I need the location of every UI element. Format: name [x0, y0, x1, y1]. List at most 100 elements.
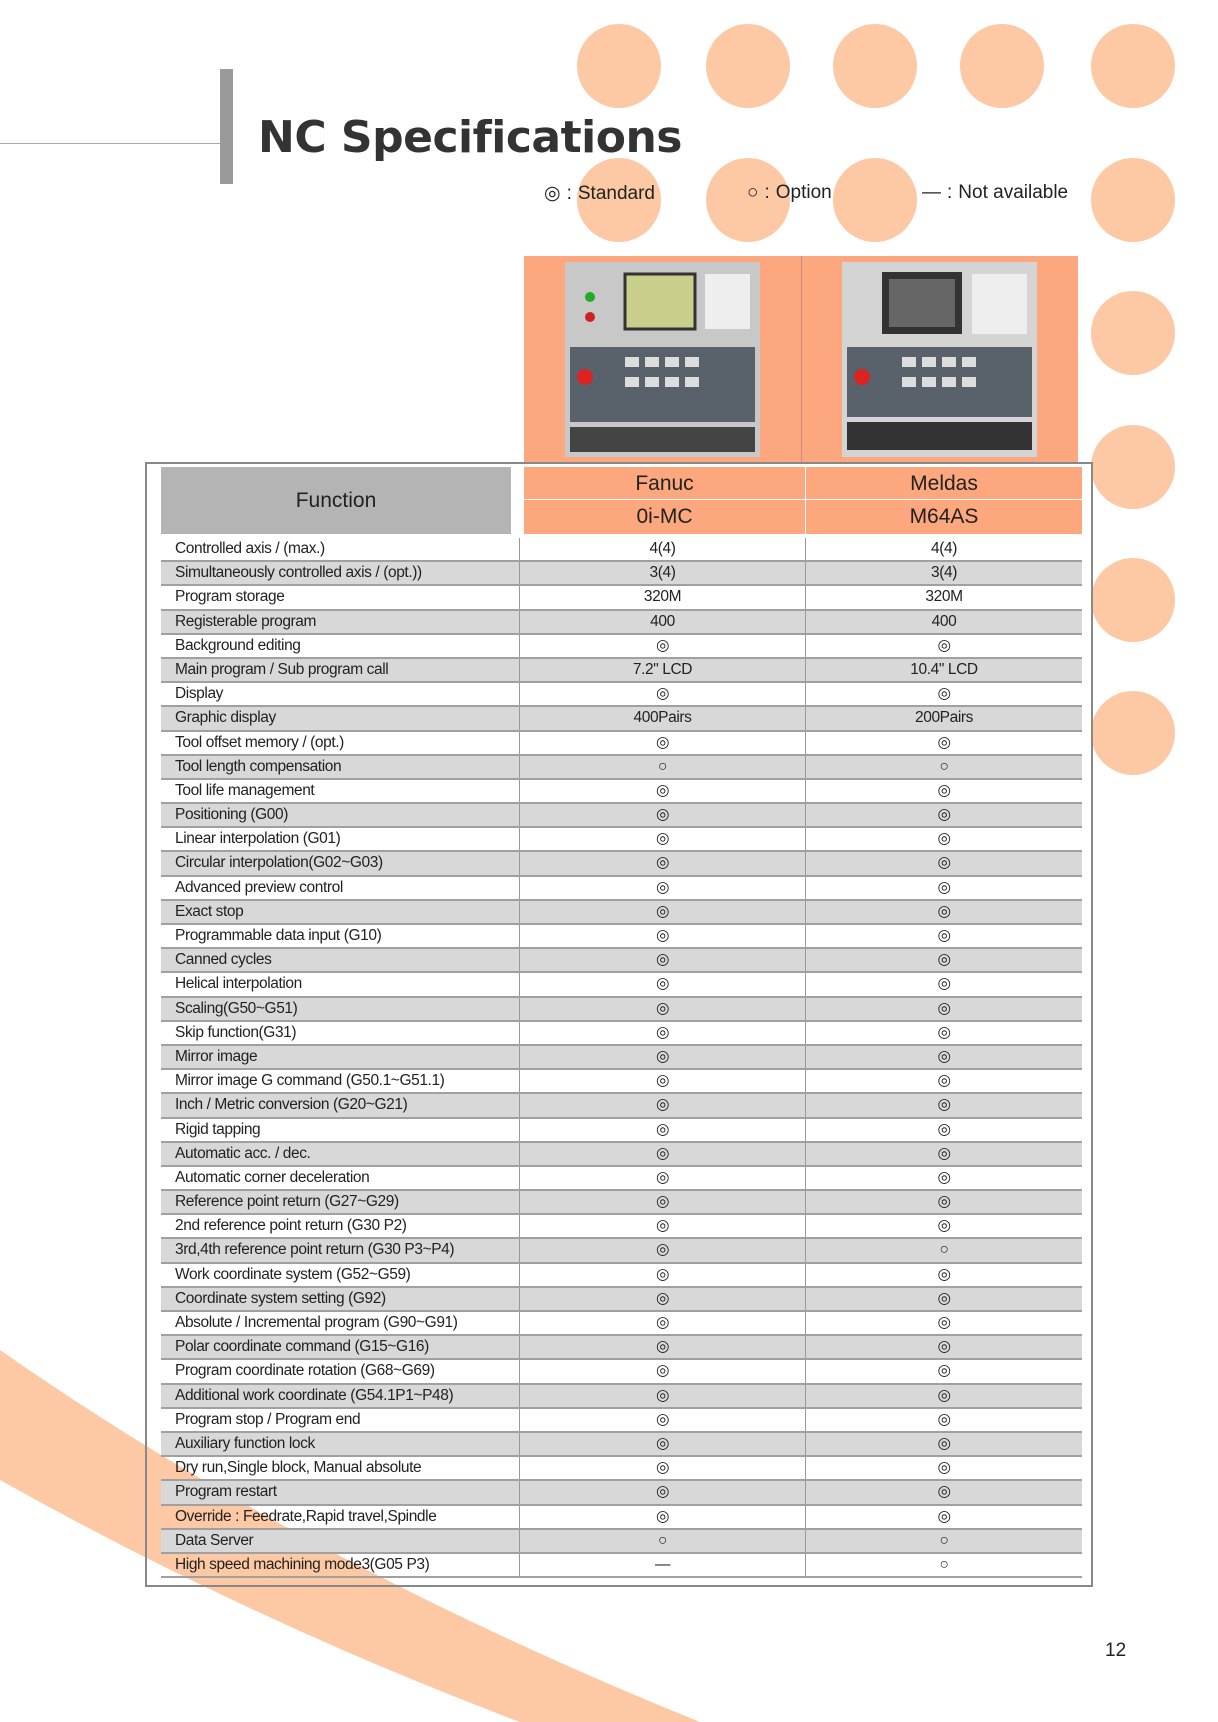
table-row: Reference point return (G27~G29)◎◎ — [161, 1191, 1082, 1216]
fanuc-value: ◎ — [519, 1191, 805, 1214]
table-row: Polar coordinate command (G15~G16)◎◎ — [161, 1336, 1082, 1361]
function-name: Exact stop — [175, 902, 244, 920]
page-number: 12 — [1105, 1640, 1127, 1661]
function-name: Simultaneously controlled axis / (opt.)) — [175, 564, 422, 582]
fanuc-value: ◎ — [519, 1312, 805, 1335]
function-name: Positioning (G00) — [175, 806, 288, 824]
fanuc-value: ◎ — [519, 900, 805, 923]
table-row: Linear interpolation (G01)◎◎ — [161, 828, 1082, 853]
table-row: Program restart◎◎ — [161, 1481, 1082, 1506]
meldas-value: ○ — [805, 755, 1082, 778]
table-row: Programmable data input (G10)◎◎ — [161, 925, 1082, 950]
table-row: Override : Feedrate,Rapid travel,Spindle… — [161, 1505, 1082, 1530]
meldas-value: ◎ — [805, 1045, 1082, 1069]
fanuc-value: ◎ — [519, 1505, 805, 1528]
meldas-value: ◎ — [805, 1312, 1082, 1335]
function-header: Function — [161, 467, 511, 534]
table-row: 2nd reference point return (G30 P2)◎◎ — [161, 1215, 1082, 1240]
function-name: Program coordinate rotation (G68~G69) — [175, 1362, 435, 1380]
fanuc-value: ◎ — [519, 1142, 805, 1165]
fanuc-value: ◎ — [519, 1118, 805, 1141]
fanuc-value: ◎ — [519, 1215, 805, 1238]
table-row: Dry run,Single block, Manual absolute◎◎ — [161, 1457, 1082, 1482]
legend-standard: ◎:Standard — [544, 182, 655, 205]
fanuc-value: ◎ — [519, 1360, 805, 1383]
function-name: Program stop / Program end — [175, 1410, 361, 1428]
title-bar-accent — [220, 69, 233, 184]
fanuc-value: ◎ — [519, 1263, 805, 1286]
table-row: Rigid tapping ◎◎ — [161, 1118, 1082, 1143]
table-row: Canned cycles◎◎ — [161, 949, 1082, 974]
fanuc-value: ◎ — [519, 804, 805, 827]
meldas-value: ◎ — [805, 804, 1082, 827]
function-name: Data Server — [175, 1531, 254, 1549]
table-row: Display◎◎ — [161, 683, 1082, 708]
fanuc-value: ◎ — [519, 1045, 805, 1069]
function-name: Tool length compensation — [175, 757, 342, 775]
fanuc-value: ◎ — [519, 1021, 805, 1044]
table-row: 3rd,4th reference point return (G30 P3~P… — [161, 1239, 1082, 1264]
table-row: Helical interpolation◎◎ — [161, 973, 1082, 998]
meldas-value: ◎ — [805, 1505, 1082, 1528]
meldas-value: ◎ — [805, 1263, 1082, 1286]
table-row: Data Server○○ — [161, 1529, 1082, 1554]
table-row: Mirror image ◎◎ — [161, 1045, 1082, 1071]
table-row: Program stop / Program end◎◎ — [161, 1408, 1082, 1433]
meldas-value: ◎ — [805, 1166, 1082, 1190]
fanuc-value: 3(4) — [519, 562, 805, 585]
meldas-value: ◎ — [805, 1191, 1082, 1214]
fanuc-value: ◎ — [519, 779, 805, 803]
fanuc-value: ◎ — [519, 683, 805, 706]
function-name: Circular interpolation(G02~G03) — [175, 854, 383, 872]
function-name: Linear interpolation (G01) — [175, 830, 341, 848]
function-name: Additional work coordinate (G54.1P1~P48) — [175, 1386, 454, 1404]
spec-table-border — [145, 462, 1093, 1587]
meldas-value: ◎ — [805, 925, 1082, 948]
fanuc-value: ◎ — [519, 852, 805, 875]
fanuc-value: ◎ — [519, 925, 805, 948]
function-name: Registerable program — [175, 612, 317, 630]
meldas-value: ◎ — [805, 973, 1082, 996]
function-name: Polar coordinate command (G15~G16) — [175, 1338, 429, 1356]
fanuc-value: 7.2" LCD — [519, 658, 805, 682]
function-name: Mirror image — [175, 1047, 258, 1065]
function-name: Program storage — [175, 588, 285, 606]
meldas-value: ○ — [805, 1529, 1082, 1552]
meldas-value: ◎ — [805, 997, 1082, 1020]
function-name: Rigid tapping — [175, 1120, 261, 1138]
fanuc-panel-image — [524, 256, 801, 462]
meldas-value: ◎ — [805, 1070, 1082, 1093]
meldas-value: ◎ — [805, 1457, 1082, 1480]
meldas-value: 320M — [805, 586, 1082, 609]
meldas-value: 10.4" LCD — [805, 658, 1082, 682]
function-name: Controlled axis / (max.) — [175, 540, 325, 557]
legend-option: ○:Option — [747, 182, 832, 203]
function-name: Display — [175, 685, 224, 703]
table-row: Absolute / Incremental program (G90~G91)… — [161, 1312, 1082, 1337]
function-name: Advanced preview control — [175, 878, 343, 896]
meldas-value: ◎ — [805, 634, 1082, 657]
meldas-value: ◎ — [805, 1481, 1082, 1504]
table-row: Inch / Metric conversion (G20~G21)◎◎ — [161, 1094, 1082, 1119]
meldas-value: ◎ — [805, 1094, 1082, 1117]
fanuc-value: 4(4) — [519, 538, 805, 561]
function-name: Absolute / Incremental program (G90~G91) — [175, 1314, 458, 1331]
meldas-value: ◎ — [805, 1118, 1082, 1141]
fanuc-value: ◎ — [519, 876, 805, 899]
fanuc-value: ◎ — [519, 731, 805, 754]
fanuc-value: ◎ — [519, 828, 805, 851]
meldas-value: ◎ — [805, 1021, 1082, 1044]
function-name: Mirror image G command (G50.1~G51.1) — [175, 1072, 445, 1090]
table-row: Background editing◎◎ — [161, 634, 1082, 659]
table-row: Auxiliary function lock◎◎ — [161, 1432, 1082, 1458]
meldas-value: ◎ — [805, 900, 1082, 923]
fanuc-value: ◎ — [519, 1432, 805, 1456]
function-name: Coordinate system setting (G92) — [175, 1289, 386, 1307]
table-row: Automatic corner deceleration◎◎ — [161, 1166, 1082, 1192]
function-name: 2nd reference point return (G30 P2) — [175, 1217, 407, 1235]
function-name: Scaling(G50~G51) — [175, 999, 298, 1017]
table-row: Coordinate system setting (G92)◎◎ — [161, 1287, 1082, 1312]
